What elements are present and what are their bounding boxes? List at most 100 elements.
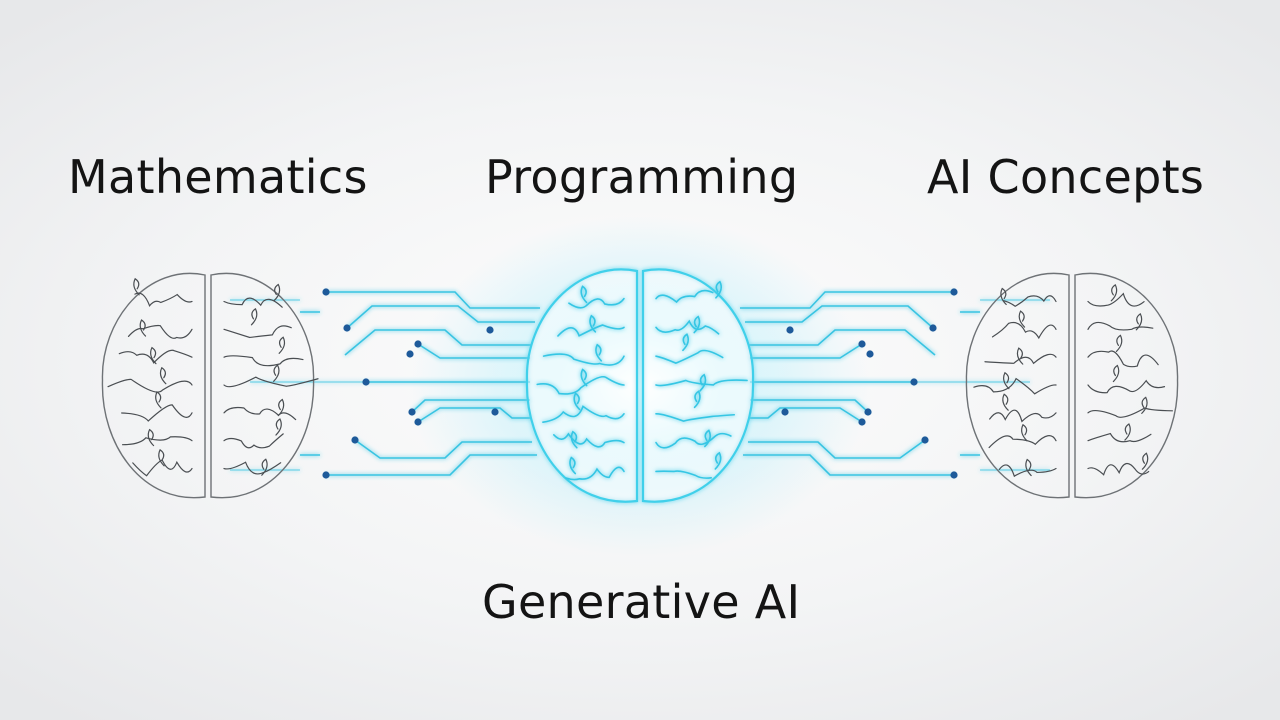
brain-fold (223, 297, 283, 308)
circuit-node (362, 378, 370, 386)
brain-outline-icon (965, 272, 1179, 499)
brain-fold (133, 277, 140, 296)
label-ai-concepts: AI Concepts (927, 150, 1205, 204)
circuit-node (858, 340, 866, 348)
circuit-trace (748, 407, 863, 423)
brain-fold (991, 321, 1057, 340)
circuit-node (781, 408, 789, 416)
brain-fold (250, 307, 258, 326)
brain-fold (1087, 379, 1166, 394)
brain-fold (1087, 432, 1152, 443)
brain-fold (655, 470, 712, 479)
brain-fold (1087, 407, 1173, 418)
brain-right-hemisphere (1074, 272, 1179, 499)
brain-fold (973, 377, 1057, 395)
circuit-node (322, 471, 330, 479)
brain-folds (973, 283, 1173, 478)
brain-fold (1115, 334, 1123, 353)
brain-fold (1000, 287, 1007, 306)
brain-fold (988, 435, 1057, 449)
brain-fold (573, 392, 581, 411)
brain-fold (132, 459, 193, 477)
brain-fold (1025, 458, 1032, 477)
brain-fold (699, 373, 707, 392)
circuit-node (414, 340, 422, 348)
brain-fold (134, 292, 193, 308)
brain-fold (655, 349, 724, 365)
brain-fold (704, 429, 711, 448)
brain-fold (1087, 350, 1159, 368)
circuit-trace (346, 305, 535, 329)
brain-fold (682, 333, 690, 352)
brain-fold (693, 390, 701, 409)
brain-left-hemisphere (965, 272, 1070, 499)
brain-fold (223, 406, 297, 421)
brain-fold (1135, 312, 1143, 331)
center-glow (410, 216, 870, 556)
brain-fold (984, 353, 1057, 365)
brain-fold (655, 379, 748, 387)
brain-fold (1016, 347, 1024, 365)
circuit-trace (417, 343, 530, 359)
circuit-node (910, 378, 918, 386)
brain-fold (565, 466, 625, 481)
brain-fold (655, 412, 736, 422)
circuit-trace (344, 329, 532, 356)
brain-fold (542, 353, 625, 366)
circuit-node (786, 326, 794, 334)
brain-fold (552, 432, 625, 448)
brain-fold (277, 398, 285, 417)
circuit-node (406, 350, 414, 358)
brain-right-hemisphere (641, 268, 755, 503)
brain-fold (542, 405, 625, 423)
brain-fold (275, 418, 282, 436)
label-programming: Programming (485, 150, 799, 204)
brain-folds (536, 280, 748, 481)
brain-fold (569, 456, 577, 475)
circuit-nodes (322, 288, 958, 479)
brain-fold (223, 325, 292, 339)
brain-fold (655, 289, 714, 304)
brain-fold (580, 285, 588, 304)
brain-fold (693, 315, 701, 334)
brain-fold (1087, 292, 1145, 307)
brain-fold (223, 433, 284, 449)
circuit-node (950, 471, 958, 479)
brain-fold (127, 324, 193, 339)
brain-fold (998, 464, 1057, 478)
brain-fold (223, 376, 319, 388)
circuit-node (343, 324, 351, 332)
brain-left-hemisphere (101, 272, 206, 499)
brain-folds (107, 277, 319, 477)
circuit-traces-right (740, 291, 1050, 476)
brain-fold (1003, 371, 1010, 390)
brain-fold (223, 355, 304, 367)
brain-fold (158, 448, 165, 467)
brain-fold (155, 391, 162, 409)
brain-fold (121, 404, 193, 422)
circuit-trace (740, 291, 954, 309)
circuit-trace (326, 291, 540, 309)
brain-fold (273, 364, 280, 382)
circuit-node (950, 288, 958, 296)
brain-fold (989, 409, 1057, 423)
brain-fold (1141, 452, 1149, 470)
brain-fold (1021, 423, 1028, 442)
circuit-trace (326, 454, 537, 476)
brain-fold (589, 314, 597, 333)
brain-fold (1002, 295, 1057, 307)
circuit-node (486, 326, 494, 334)
brain-fold (107, 378, 193, 393)
circuit-node (866, 350, 874, 358)
brain-fold (580, 368, 588, 387)
brain-fold (273, 283, 281, 302)
brain-fold (655, 432, 732, 449)
brain-fold (278, 336, 286, 354)
circuit-trace (750, 399, 869, 413)
glowing-brain-icon (525, 268, 755, 503)
brain-fold (1124, 423, 1131, 441)
brain-fold (1018, 310, 1026, 328)
brain-fold (1141, 396, 1148, 414)
brain-fold (261, 458, 268, 476)
